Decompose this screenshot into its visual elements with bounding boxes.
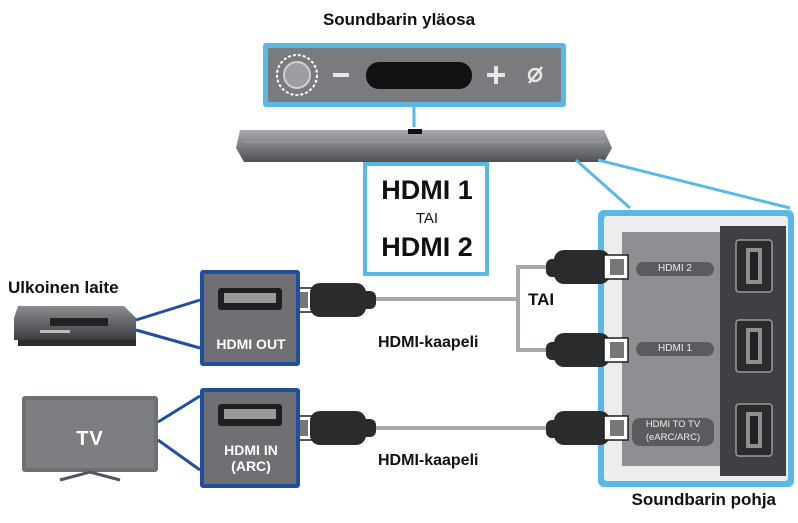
zoom-line-right <box>597 158 791 210</box>
callout-hdmi1: HDMI 1 <box>381 175 473 205</box>
soundbar-hdmi1-port <box>735 319 773 373</box>
cable-device-to-soundbar <box>374 265 548 352</box>
soundbar-hdmi1-label: HDMI 1 <box>636 342 714 356</box>
power-button <box>276 54 318 96</box>
external-device <box>14 306 136 346</box>
soundbar-hdmi-tv-port <box>735 403 773 457</box>
soundbar-tv-label-line1: HDMI TO TV <box>645 419 701 430</box>
device-port-box <box>200 270 300 366</box>
plug-device <box>287 283 376 317</box>
volume-down-icon <box>333 73 349 77</box>
plug-soundbar-hdmi2 <box>546 250 629 284</box>
soundbar-top-label: Soundbarin yläosa <box>322 10 476 29</box>
volume-up-icon <box>487 66 505 84</box>
display-window <box>366 62 472 89</box>
tv-pointer <box>157 394 201 472</box>
soundbar-tv-label-line2: (eARC/ARC) <box>645 432 701 443</box>
device-port-label: HDMI OUT <box>216 336 286 352</box>
soundbar-tv-label: HDMI TO TV (eARC/ARC) <box>632 418 714 446</box>
device-pointer <box>135 298 201 350</box>
soundbar-top-panel <box>263 43 566 107</box>
plug-soundbar-tv <box>546 411 629 445</box>
plug-soundbar-hdmi1 <box>546 333 629 367</box>
cable-label-bottom: HDMI-kaapeli <box>378 452 479 469</box>
tv-port-label-line2: (ARC) <box>231 458 271 474</box>
tv-label: TV <box>76 428 104 450</box>
external-device-label: Ulkoinen laite <box>8 278 119 297</box>
soundbar-hdmi2-label: HDMI 2 <box>636 262 714 276</box>
tv-port-label: HDMI IN (ARC) <box>205 442 297 474</box>
tv-port-box <box>200 388 300 488</box>
hdmi-callout-box <box>363 162 489 276</box>
plug-tv <box>287 411 376 445</box>
callout-hdmi2: HDMI 2 <box>381 232 473 262</box>
soundbar-hdmi2-port <box>735 239 773 293</box>
tv-port-label-line1: HDMI IN <box>224 442 278 458</box>
soundbar <box>236 129 612 162</box>
zoom-line-left <box>575 158 631 210</box>
cable-label-top: HDMI-kaapeli <box>378 334 479 351</box>
tv-icon <box>22 396 158 482</box>
soundbar-bottom-label: Soundbarin pohja <box>631 490 777 509</box>
or-label-ports: TAI <box>528 290 555 309</box>
callout-or: TAI <box>415 210 439 227</box>
mute-icon <box>527 66 543 84</box>
